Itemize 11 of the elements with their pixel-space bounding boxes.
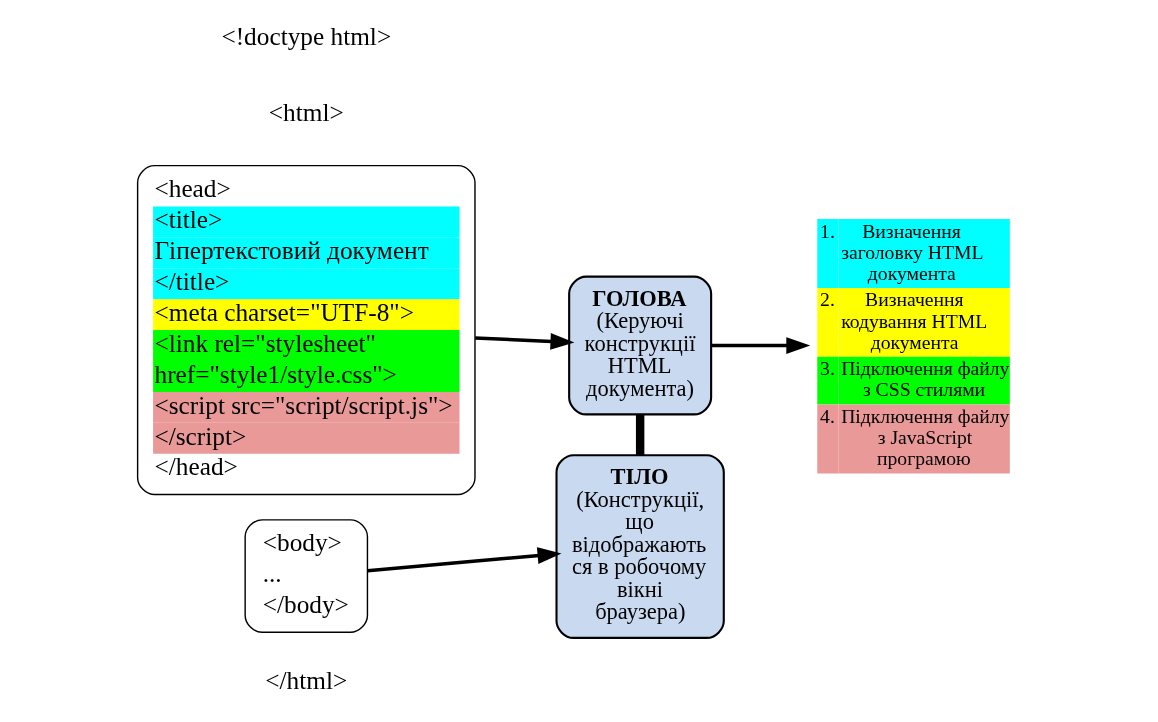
arrow [711, 337, 811, 354]
label: <html> [268, 98, 344, 127]
node-box: ГОЛОВА (Керуючі конструкції HTML документа) [568, 275, 713, 416]
node-box: ТІЛО (Конструкції, що відображають ся в робочому вікні браузера) [555, 454, 725, 639]
label: </html> [265, 666, 348, 695]
node-box: <head> <title> Гіпертекстовий документ </title> <meta charset="UTF-8"> <link rel="stylesheet" href="style1/style.css"> <script src="script/script.js"> </script> </head> [136, 164, 476, 496]
arrow [367, 547, 562, 573]
node-box: <body> ... </body> [244, 519, 369, 633]
connector [635, 414, 645, 456]
arrow [475, 333, 575, 350]
label: <!doctype html> [221, 22, 392, 51]
